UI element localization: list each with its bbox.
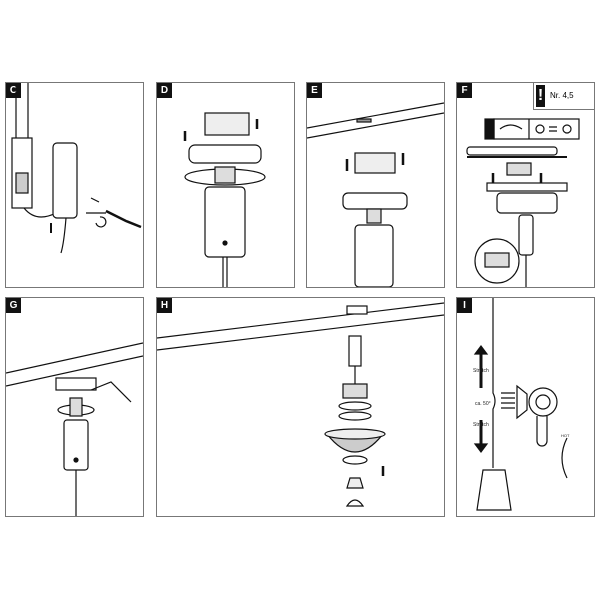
step-label: D [157, 83, 172, 98]
stretch-label-bottom: Stretch [473, 422, 489, 428]
part-reference: Nr. 4,5 [550, 91, 574, 100]
step-label: C [6, 83, 21, 98]
step-label: I [457, 298, 472, 313]
cable-straightening-illustration [473, 298, 568, 511]
track-insert-illustration [307, 102, 444, 287]
angle-label: ca. 50° [475, 401, 491, 407]
panel-e: E [306, 82, 445, 288]
panel-f: F ! Nr. 4,5 [456, 82, 595, 288]
step-label: F [457, 83, 472, 98]
step-label: G [6, 298, 21, 313]
ground-symbol-icon [535, 124, 545, 134]
dryer-hot-label: HOT [561, 433, 570, 438]
adapter-rotation-illustration [183, 112, 266, 287]
panel-c: C [5, 82, 144, 288]
target-symbol-icon [562, 124, 572, 134]
warning-box: ! Nr. 4,5 [533, 83, 594, 110]
lock-adapter-illustration [6, 342, 143, 516]
ground-alignment-illustration [466, 118, 580, 287]
panel-d: D [156, 82, 295, 288]
step-label: E [307, 83, 322, 98]
shade-assembly-illustration [157, 302, 444, 507]
panel-g: G [5, 297, 144, 517]
warning-icon: ! [536, 85, 545, 107]
panel-i: I Stretch ca. 50° Stretch HOT [456, 297, 595, 517]
panel-h: H [156, 297, 445, 517]
step-label: H [157, 298, 172, 313]
stretch-label-top: Stretch [473, 368, 489, 374]
terminal-connection-illustration [11, 83, 142, 254]
eye-icon [499, 124, 523, 130]
